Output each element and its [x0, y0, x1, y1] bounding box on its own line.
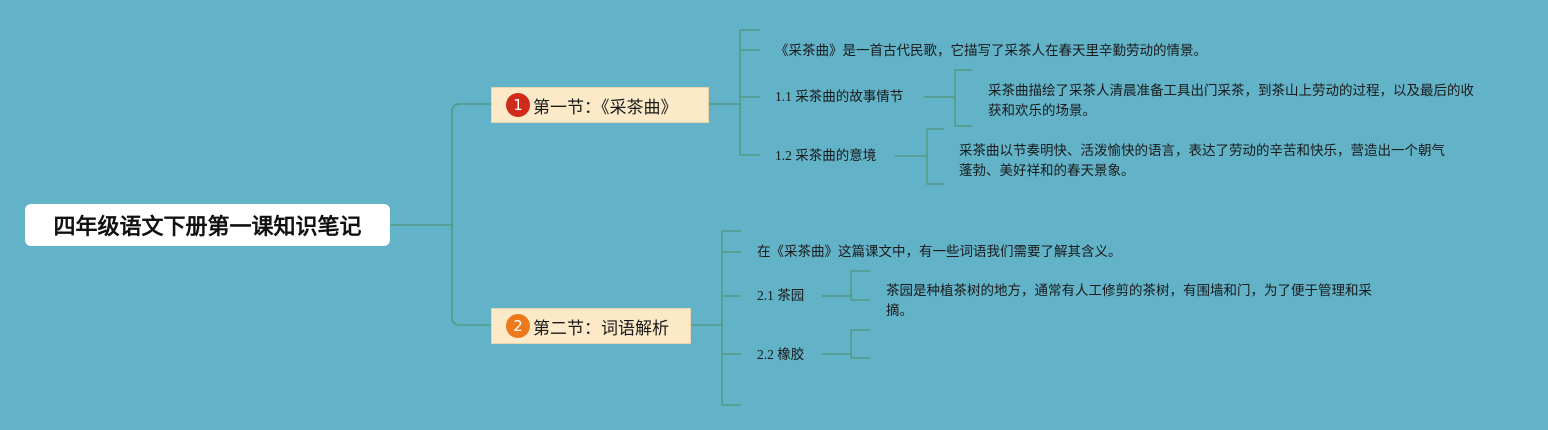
branch-connector-2: [451, 225, 491, 326]
topic-2-2-label: 2.2 橡胶: [757, 347, 805, 362]
topic-2-1-bracket: [850, 270, 870, 301]
topic-2-1-detail: 茶园是种植茶树的地方，通常有人工修剪的茶树，有围墙和门，为了便于管理和采摘。: [886, 283, 1372, 318]
section-2-intro: 在《采茶曲》这篇课文中，有一些词语我们需要了解其含义。: [757, 244, 1122, 259]
topic-1-1-detail: 采茶曲描绘了采茶人清晨准备工具出门采茶，到茶山上劳动的过程，以及最后的收获和欢乐…: [988, 83, 1474, 118]
topic-1-1-bracket: [954, 69, 972, 127]
topic-1-2-bracket: [926, 128, 944, 185]
topic-1-2-detail: 采茶曲以节奏明快、活泼愉快的语言，表达了劳动的辛苦和快乐，营造出一个朝气蓬勃、美…: [959, 143, 1445, 178]
root-title: 四年级语文下册第一课知识笔记: [53, 215, 362, 240]
section-1-intro: 《采茶曲》是一首古代民歌，它描写了采茶人在春天里辛勤劳动的情景。: [775, 43, 1207, 58]
topic-2-1-label: 2.1 茶园: [757, 288, 805, 303]
priority-2-icon: 2: [506, 314, 530, 338]
section-node-2[interactable]: 2 第二节：词语解析: [491, 308, 691, 344]
branch-connector-1: [451, 103, 491, 225]
section-1-title: 第一节：《采茶曲》: [533, 97, 678, 118]
section-node-1[interactable]: 1 第一节：《采茶曲》: [491, 87, 709, 123]
section-2-title: 第二节：词语解析: [533, 318, 669, 339]
topic-1-2-label: 1.2 采茶曲的意境: [775, 148, 877, 163]
section-1-bracket: [739, 29, 760, 156]
topic-2-2-bracket: [850, 329, 870, 359]
topic-1-1-label: 1.1 采茶曲的故事情节: [775, 89, 904, 104]
section-2-bracket: [721, 230, 741, 406]
root-node[interactable]: 四年级语文下册第一课知识笔记: [25, 204, 390, 246]
priority-1-icon: 1: [506, 93, 530, 117]
